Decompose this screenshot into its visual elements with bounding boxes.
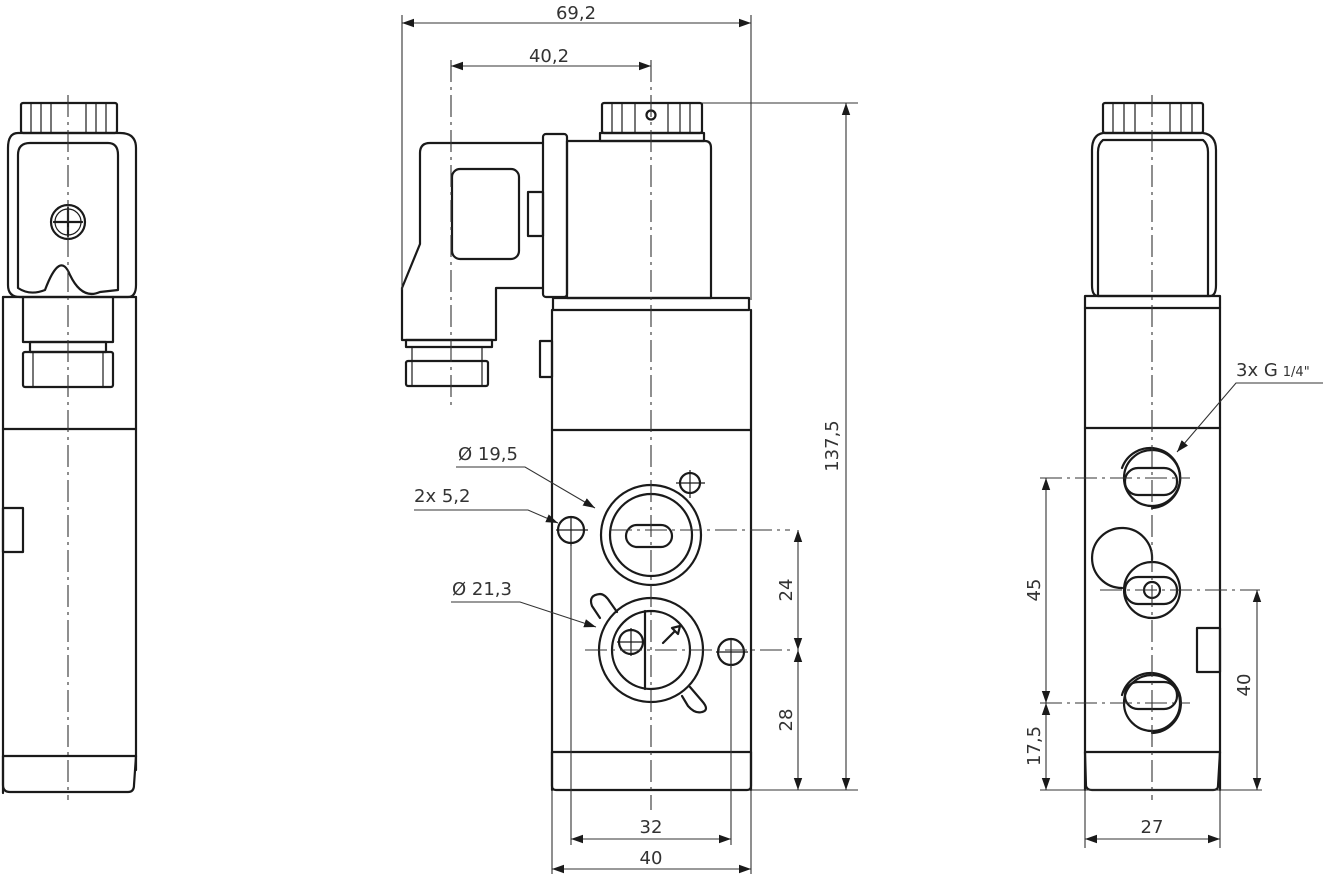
plug-connector bbox=[6, 131, 138, 389]
dim-overall-height: 137,5 bbox=[822, 420, 843, 472]
dim-mount-holes: 2x 5,2 bbox=[414, 486, 470, 507]
coil-cap bbox=[1101, 101, 1205, 135]
dim-side-body-width: 27 bbox=[1141, 817, 1164, 838]
port-top bbox=[599, 470, 705, 587]
dim-hole-spacing-horizontal: 32 bbox=[640, 817, 663, 838]
dim-port-diameter-bottom: Ø 21,3 bbox=[452, 579, 512, 600]
dimension-labels: 69,2 40,2 137,5 Ø 19,5 2x 5,2 Ø 21,3 24 … bbox=[414, 3, 1310, 869]
port-2 bbox=[1091, 526, 1182, 620]
dimension-lines bbox=[401, 15, 1323, 874]
dim-hole-height: 28 bbox=[776, 709, 797, 732]
coil-cap bbox=[19, 101, 119, 135]
left-side-view bbox=[1, 95, 138, 800]
dim-connector-offset: 40,2 bbox=[529, 46, 569, 67]
dim-center-port-height: 40 bbox=[1234, 674, 1255, 697]
connector-flange bbox=[541, 132, 569, 299]
coil bbox=[565, 139, 713, 300]
manual-override bbox=[589, 592, 708, 714]
dim-overall-width: 69,2 bbox=[556, 3, 596, 24]
right-side-view bbox=[1040, 95, 1260, 800]
coil-cap bbox=[598, 101, 706, 143]
dim-hole-spacing-vertical: 24 bbox=[776, 579, 797, 602]
arrow-icon bbox=[661, 624, 682, 645]
plug-connector bbox=[400, 141, 545, 388]
dim-body-width: 40 bbox=[640, 848, 663, 869]
coil bbox=[1090, 131, 1218, 298]
dim-port-base-offset: 17,5 bbox=[1024, 726, 1045, 766]
front-view bbox=[400, 60, 790, 845]
dim-port-spacing: 45 bbox=[1024, 579, 1045, 602]
dim-port-diameter-top: Ø 19,5 bbox=[458, 444, 518, 465]
valve-body bbox=[1, 295, 138, 795]
